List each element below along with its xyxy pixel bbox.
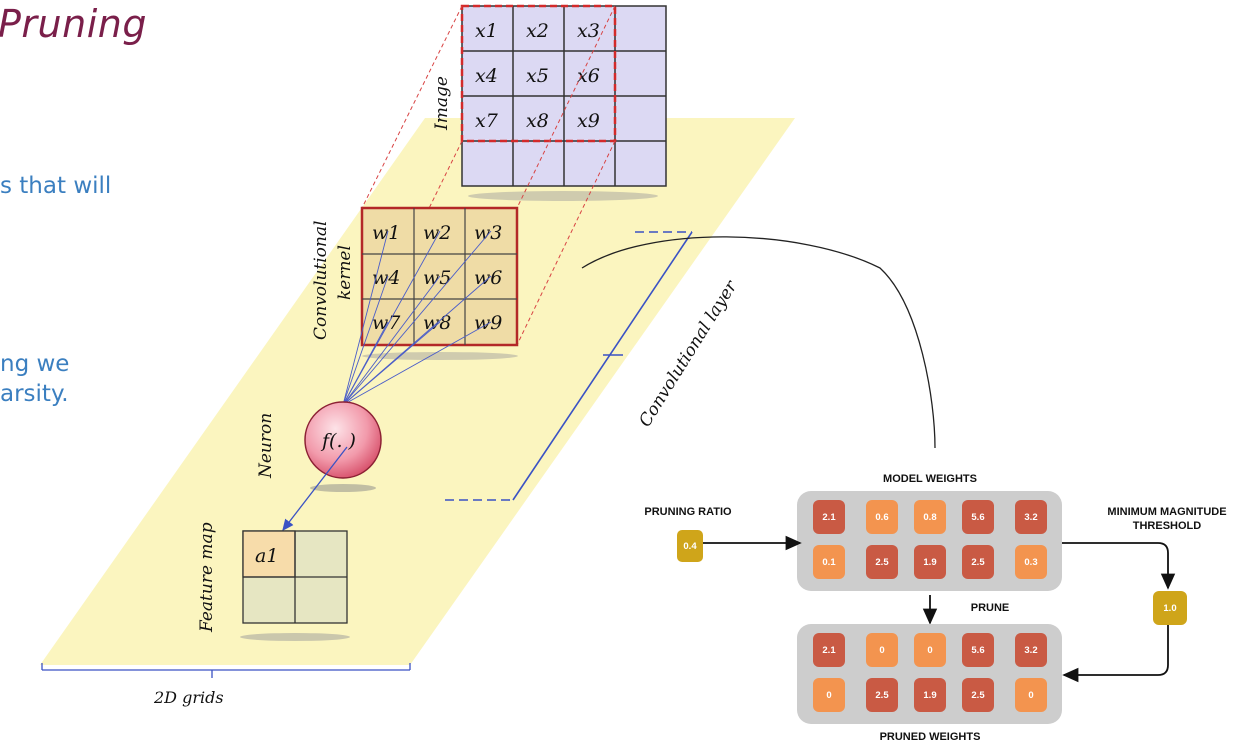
kernel-cell-w1: w1 xyxy=(372,222,400,244)
connector-curve xyxy=(581,236,936,449)
pruned-weight-cell-0-4 xyxy=(1015,633,1047,667)
threshold-in-arrow xyxy=(1062,542,1176,590)
kernel-cell-w4: w4 xyxy=(372,267,400,289)
pruned-weights-label: PRUNED WEIGHTS xyxy=(880,731,981,743)
pruning-ratio-label: PRUNING RATIO xyxy=(644,506,732,518)
threshold-value: 1.0 xyxy=(1163,603,1176,614)
model-weight-value-1-0: 0.1 xyxy=(822,557,836,568)
pruned-weight-value-1-0: 0 xyxy=(826,690,831,701)
kernel-cell-w7: w7 xyxy=(372,312,401,334)
pruned-weight-value-1-1: 2.5 xyxy=(875,690,889,701)
model-weight-value-1-2: 1.9 xyxy=(923,557,936,568)
layer-plane xyxy=(40,118,795,665)
model-weight-cell-0-0 xyxy=(813,500,845,534)
model-weight-cell-0-2 xyxy=(914,500,946,534)
pruned-weight-value-0-1: 0 xyxy=(879,645,884,656)
model-weight-cell-1-1 xyxy=(866,545,898,579)
pruned-weight-value-0-2: 0 xyxy=(927,645,932,656)
image-grid xyxy=(460,4,667,187)
kernel-cell-w3: w3 xyxy=(474,222,502,244)
pruned-weight-cell-1-0 xyxy=(813,678,845,712)
pruned-weight-cell-0-2 xyxy=(914,633,946,667)
pruned-weight-cell-1-3 xyxy=(962,678,994,712)
pruned-weight-value-1-3: 2.5 xyxy=(971,690,985,701)
image-shadow xyxy=(468,191,658,201)
kernel-cell-w9: w9 xyxy=(474,312,502,334)
prune-label: PRUNE xyxy=(971,602,1010,614)
pruned-weight-cell-0-0 xyxy=(813,633,845,667)
image-cell-x2: x2 xyxy=(526,20,549,42)
feature-cell-a1: a1 xyxy=(255,545,278,567)
feature-map-label: Feature map xyxy=(197,522,217,633)
neuron-label: Neuron xyxy=(256,413,276,479)
kernel-cell-w2: w2 xyxy=(423,222,451,244)
model-weight-value-0-4: 3.2 xyxy=(1024,512,1037,523)
pruned-weights-panel xyxy=(797,624,1062,724)
pruned-weight-value-1-2: 1.9 xyxy=(923,690,936,701)
neuron-shadow xyxy=(310,484,376,492)
model-weight-value-0-3: 5.6 xyxy=(971,512,984,523)
pruned-weight-cell-1-2 xyxy=(914,678,946,712)
model-weight-cell-0-3 xyxy=(962,500,994,534)
layer-bracket xyxy=(445,231,693,501)
image-cell-x5: x5 xyxy=(526,65,549,87)
model-weight-value-0-1: 0.6 xyxy=(875,512,888,523)
neuron-symbol: f(. ) xyxy=(320,430,356,452)
kernel-label-line2: kernel xyxy=(335,245,355,300)
threshold-out-arrow xyxy=(1062,625,1169,683)
model-weights-panel xyxy=(797,491,1062,591)
model-weight-value-1-1: 2.5 xyxy=(875,557,889,568)
model-weights-grid: 2.1 0.6 0.8 5.6 3.2 0.1 2.5 1.9 2.5 0.3 xyxy=(813,500,1047,579)
model-weight-value-0-0: 2.1 xyxy=(822,512,836,523)
threshold-box xyxy=(1153,591,1187,625)
pruned-weight-value-1-4: 0 xyxy=(1028,690,1033,701)
model-weights-label: MODEL WEIGHTS xyxy=(883,473,977,485)
pruned-weight-value-0-4: 3.2 xyxy=(1024,645,1037,656)
model-weight-cell-1-2 xyxy=(914,545,946,579)
threshold-label-line2: THRESHOLD xyxy=(1133,520,1202,532)
grid-bracket xyxy=(41,663,411,678)
slide-title: Pruning xyxy=(0,2,147,46)
kernel-label-line1: Convolutional xyxy=(311,221,331,340)
pruned-weight-value-0-0: 2.1 xyxy=(822,645,836,656)
pruned-weight-value-0-3: 5.6 xyxy=(971,645,984,656)
bullet-fragment-2: ng we xyxy=(0,351,70,377)
model-weight-cell-0-1 xyxy=(866,500,898,534)
model-weight-value-0-2: 0.8 xyxy=(923,512,936,523)
bullet-fragment-1: s that will xyxy=(0,173,112,199)
model-weight-cell-1-4 xyxy=(1015,545,1047,579)
kernel-cell-w5: w5 xyxy=(423,267,451,289)
kernel-shadow xyxy=(362,352,518,360)
model-weight-cell-1-0 xyxy=(813,545,845,579)
feature-map-shadow xyxy=(240,633,350,641)
image-cell-x1: x1 xyxy=(475,20,498,42)
neuron xyxy=(304,401,382,479)
pruning-ratio-box xyxy=(677,530,703,562)
model-weight-value-1-4: 0.3 xyxy=(1024,557,1037,568)
pruning-ratio-value: 0.4 xyxy=(683,541,697,552)
pruned-weight-cell-0-1 xyxy=(866,633,898,667)
image-cell-x9: x9 xyxy=(577,110,600,132)
grid-label: 2D grids xyxy=(153,688,224,707)
pruned-weight-cell-1-4 xyxy=(1015,678,1047,712)
image-cell-x4: x4 xyxy=(475,65,498,87)
feature-map-grid xyxy=(242,530,348,624)
pruned-weight-cell-0-3 xyxy=(962,633,994,667)
image-cell-x6: x6 xyxy=(577,65,600,87)
model-weight-value-1-3: 2.5 xyxy=(971,557,985,568)
image-cell-x8: x8 xyxy=(526,110,549,132)
threshold-label-line1: MINIMUM MAGNITUDE xyxy=(1107,506,1226,518)
kernel-neuron-lines xyxy=(342,230,492,406)
pruned-weights-grid: 2.1 0 0 5.6 3.2 0 2.5 1.9 2.5 0 xyxy=(813,633,1047,712)
image-cell-x7: x7 xyxy=(475,110,499,132)
bullet-fragment-3: arsity. xyxy=(0,381,69,407)
pruned-weight-cell-1-1 xyxy=(866,678,898,712)
image-label: Image xyxy=(432,76,452,131)
image-cell-x3: x3 xyxy=(577,20,600,42)
neuron-to-feature-arrow xyxy=(282,446,348,532)
model-weight-cell-0-4 xyxy=(1015,500,1047,534)
model-weight-cell-1-3 xyxy=(962,545,994,579)
